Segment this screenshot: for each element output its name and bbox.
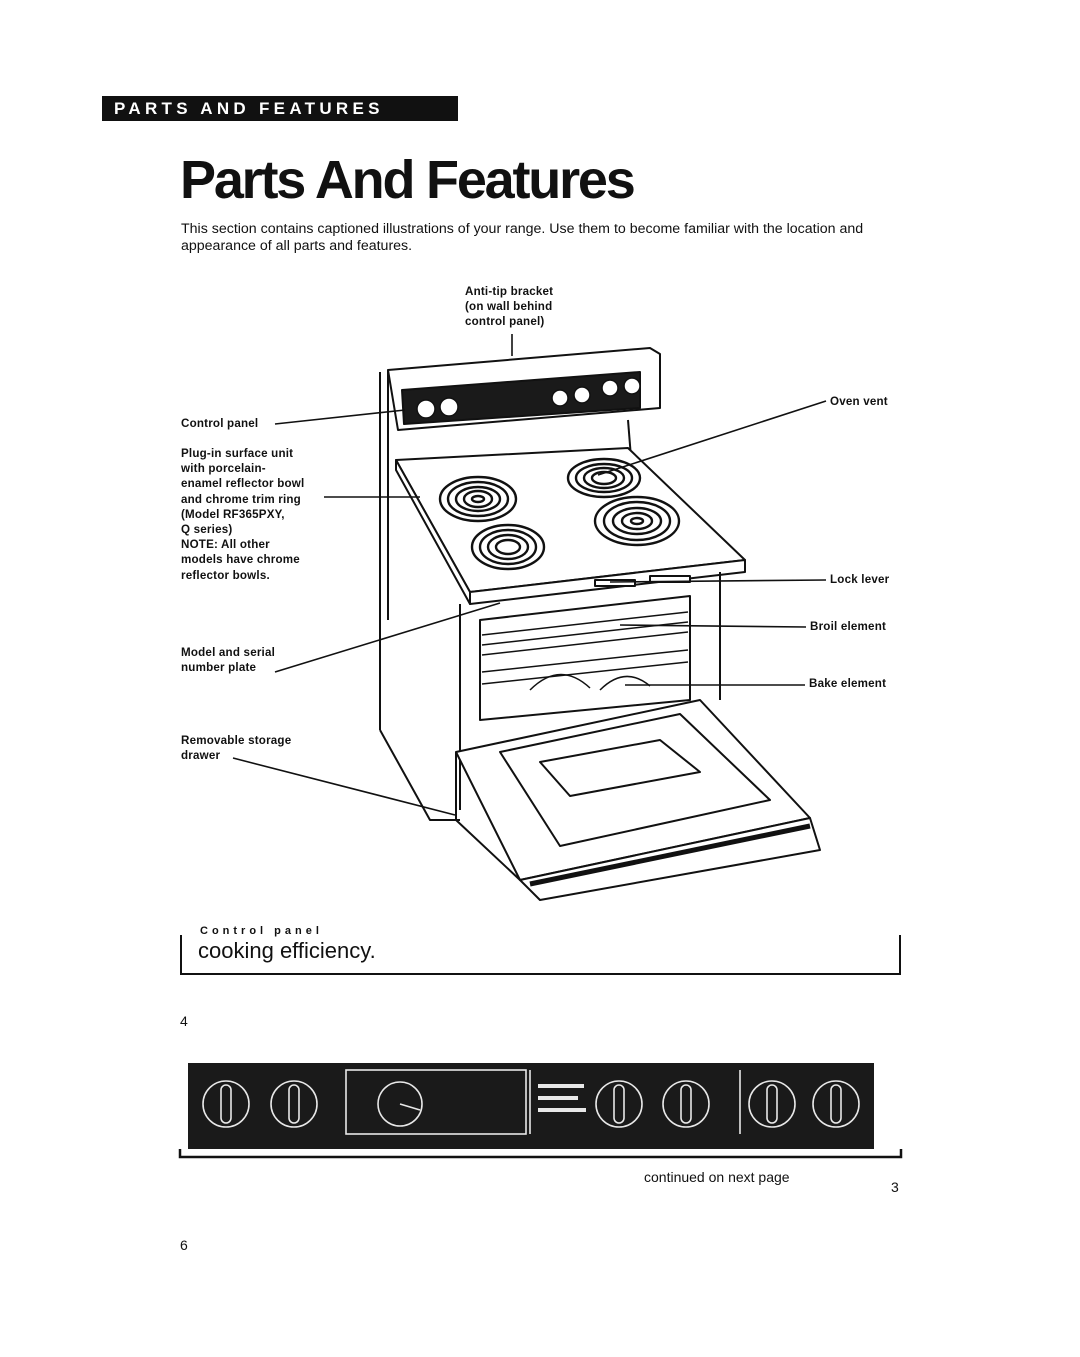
knob-1 xyxy=(202,1080,250,1128)
door-window xyxy=(539,739,701,797)
section-heading: cooking efficiency. xyxy=(198,938,376,963)
knob-4 xyxy=(662,1080,710,1128)
knob-2 xyxy=(270,1080,318,1128)
callout-anti-tip-bracket: Anti-tip bracket (on wall behind control… xyxy=(465,285,554,329)
page-number-bottom: 6 xyxy=(180,1237,188,1253)
knob-6 xyxy=(812,1080,860,1128)
leader-lines xyxy=(232,334,827,816)
surface-units xyxy=(438,457,681,571)
callout-lock-lever: Lock lever xyxy=(830,573,890,586)
page-title: Parts And Features xyxy=(180,150,636,210)
page-number-top: 4 xyxy=(180,1013,188,1029)
callout-storage-drawer: Removable storage drawer xyxy=(181,734,292,763)
surface-unit-front-right xyxy=(593,495,681,547)
page-number-right: 3 xyxy=(891,1179,899,1195)
control-panel-face xyxy=(401,371,641,425)
callout-surface-unit: Plug-in surface unit with porcelain- ena… xyxy=(181,447,305,582)
range-knobs xyxy=(416,377,641,419)
knob-3 xyxy=(595,1080,643,1128)
surface-unit-rear-left xyxy=(438,475,518,523)
callout-control-panel: Control panel xyxy=(181,417,259,430)
section-band: PARTS AND FEATURES xyxy=(102,96,458,121)
callout-oven-vent: Oven vent xyxy=(830,395,888,408)
callout-model-plate: Model and serial number plate xyxy=(181,646,276,675)
clock-display xyxy=(345,1069,527,1135)
surface-unit-rear-right xyxy=(566,457,642,499)
callout-bake-element: Bake element xyxy=(809,677,887,690)
surface-unit-front-left xyxy=(470,523,546,571)
callout-broil-element: Broil element xyxy=(810,620,887,633)
knob-5 xyxy=(748,1080,796,1128)
section-heading-box xyxy=(180,935,901,975)
heading-overlap-fragment: Control panel xyxy=(200,925,323,937)
continued-note: continued on next page xyxy=(644,1169,790,1185)
intro-paragraph: This section contains captioned illustra… xyxy=(181,221,864,254)
